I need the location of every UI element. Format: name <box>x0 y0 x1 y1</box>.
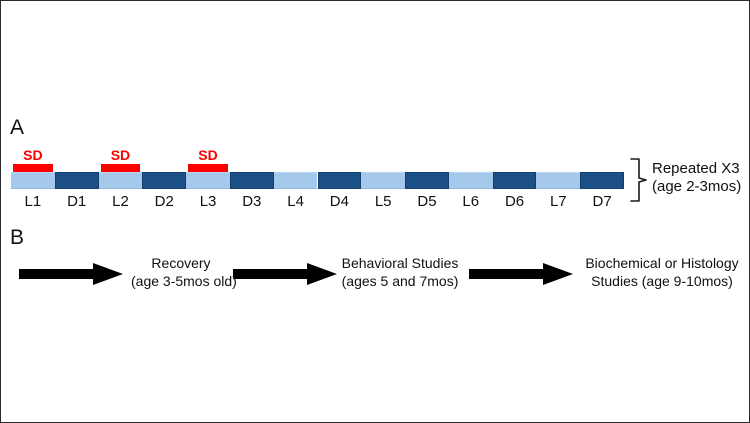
sd-marker-label: SD <box>110 147 131 163</box>
flow-step-1-line2: (age 3-5mos old) <box>131 272 237 289</box>
segment-label-l5: L5 <box>374 193 392 210</box>
panel-b-label: B <box>10 226 25 249</box>
timeline-segment-l6 <box>448 172 493 189</box>
sd-marker-bar <box>13 164 53 172</box>
flow-arrow-1 <box>19 263 123 285</box>
flow-step-2-line1: Behavioral Studies <box>341 255 459 271</box>
flow-step-3-line2: Studies (age 9-10mos) <box>591 272 733 289</box>
segment-label-d7: D7 <box>592 193 612 210</box>
timeline-segment-d6 <box>492 172 537 189</box>
segment-label-d4: D4 <box>329 193 349 210</box>
sd-marker-bar <box>188 164 228 172</box>
flow-step-3-line1: Biochemical or Histology <box>585 255 739 271</box>
sd-marker-bar <box>100 164 141 172</box>
sd-marker-l1: SD <box>13 148 53 172</box>
timeline-segment-d7 <box>580 172 624 189</box>
timeline-segment-l4 <box>273 172 318 189</box>
segment-label-d2: D2 <box>154 193 174 210</box>
timeline-segment-l3 <box>186 172 230 189</box>
sd-marker-l3: SD <box>188 148 228 172</box>
timeline-segment-d3 <box>229 172 274 189</box>
timeline-segment-l2 <box>98 172 143 189</box>
timeline-segment-l7 <box>536 172 581 189</box>
sd-marker-label: SD <box>198 147 218 163</box>
timeline-segment-l1 <box>11 172 55 189</box>
segment-label-d6: D6 <box>504 193 525 210</box>
timeline-segment-d4 <box>317 172 362 189</box>
segment-label-l3: L3 <box>199 193 217 210</box>
timeline-segment-d2 <box>142 172 187 189</box>
repeated-cycles-line1: Repeated X3 <box>652 160 740 177</box>
segment-label-l6: L6 <box>462 193 480 210</box>
segment-label-l7: L7 <box>549 193 567 210</box>
flow-step-1-line1: Recovery <box>151 255 211 271</box>
segment-label-l4: L4 <box>287 193 304 210</box>
sd-marker-l2: SD <box>100 147 141 172</box>
repeat-brace-icon <box>630 158 647 202</box>
panel-a-label: A <box>10 116 25 139</box>
timeline-segment-l5 <box>361 172 406 189</box>
flow-arrow-3 <box>469 263 573 285</box>
segment-label-l1: L1 <box>24 193 42 210</box>
flow-step-caption-1: Recovery(age 3-5mos old) <box>131 255 237 290</box>
timeline-segment-d1 <box>54 172 99 189</box>
sd-marker-label: SD <box>23 147 43 163</box>
segment-label-d1: D1 <box>67 193 87 210</box>
segment-label-d3: D3 <box>242 193 262 210</box>
flow-step-caption-2: Behavioral Studies(ages 5 and 7mos) <box>331 255 469 290</box>
flow-step-2-line2: (ages 5 and 7mos) <box>341 272 459 289</box>
flow-arrow-2 <box>233 263 337 285</box>
repeated-cycles-note: Repeated X3 (age 2-3mos) <box>652 160 741 197</box>
repeated-cycles-line2: (age 2-3mos) <box>652 178 742 196</box>
timeline-segment-d5 <box>405 172 449 189</box>
segment-label-d5: D5 <box>417 193 437 210</box>
segment-label-l2: L2 <box>112 193 129 210</box>
light-dark-cycle-timeline <box>11 172 624 189</box>
